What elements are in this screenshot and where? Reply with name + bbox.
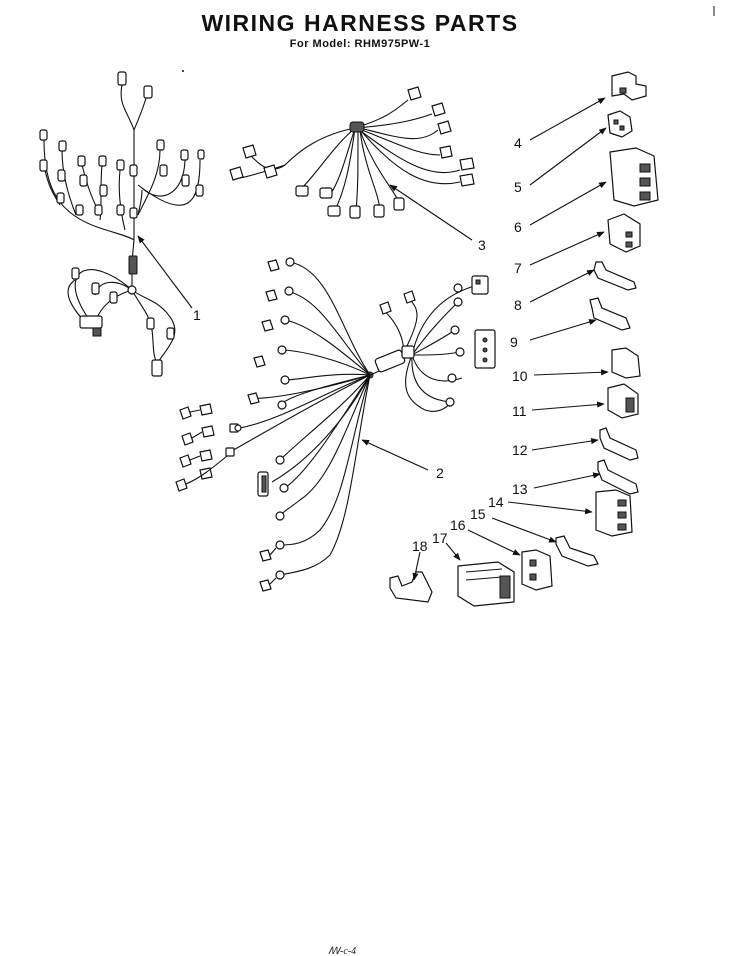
callout-15: 15 <box>470 506 486 522</box>
callout-18: 18 <box>412 538 428 554</box>
harness-2[interactable] <box>175 257 496 592</box>
part-10-connector[interactable] <box>611 347 641 379</box>
callout-3: 3 <box>478 237 486 253</box>
part-15-terminal[interactable] <box>555 535 599 567</box>
part-17-connector-block[interactable] <box>457 561 515 607</box>
callout-17: 17 <box>432 530 448 546</box>
footer-note: ꟿ-c-4 <box>328 946 356 956</box>
callout-1: 1 <box>193 307 201 323</box>
page-title: WIRING HARNESS PARTS <box>201 10 519 36</box>
callout-12: 12 <box>512 442 528 458</box>
part-6-housing[interactable] <box>609 147 659 207</box>
part-7-connector[interactable] <box>607 213 641 253</box>
harness-3[interactable] <box>229 86 475 219</box>
callout-16: 16 <box>450 517 466 533</box>
callout-10: 10 <box>512 368 528 384</box>
part-11-connector[interactable] <box>607 383 639 419</box>
part-13-terminal[interactable] <box>597 459 639 495</box>
part-16-connector[interactable] <box>521 549 553 591</box>
callout-6: 6 <box>514 219 522 235</box>
part-5-connector[interactable] <box>607 110 633 138</box>
part-12-terminal[interactable] <box>599 427 639 461</box>
callout-9: 9 <box>510 334 518 350</box>
model-subtitle: For Model: RHM975PW-1 <box>289 38 431 50</box>
part-8-terminal[interactable] <box>593 261 637 291</box>
callout-7: 7 <box>514 260 522 276</box>
part-14-housing[interactable] <box>595 489 633 537</box>
callout-5: 5 <box>514 179 522 195</box>
leader-lines <box>137 97 609 581</box>
callout-14: 14 <box>488 494 504 510</box>
callout-labels: 1 2 3 4 5 6 7 8 9 10 11 12 13 14 15 16 1… <box>193 135 528 554</box>
callout-8: 8 <box>514 297 522 313</box>
callout-2: 2 <box>436 465 444 481</box>
part-4-connector[interactable] <box>611 71 647 101</box>
harness-1[interactable] <box>39 71 205 377</box>
part-18-clip[interactable] <box>389 571 433 603</box>
callout-13: 13 <box>512 481 528 497</box>
part-9-terminal[interactable] <box>589 297 631 331</box>
callout-4: 4 <box>514 135 522 151</box>
callout-11: 11 <box>512 403 527 419</box>
